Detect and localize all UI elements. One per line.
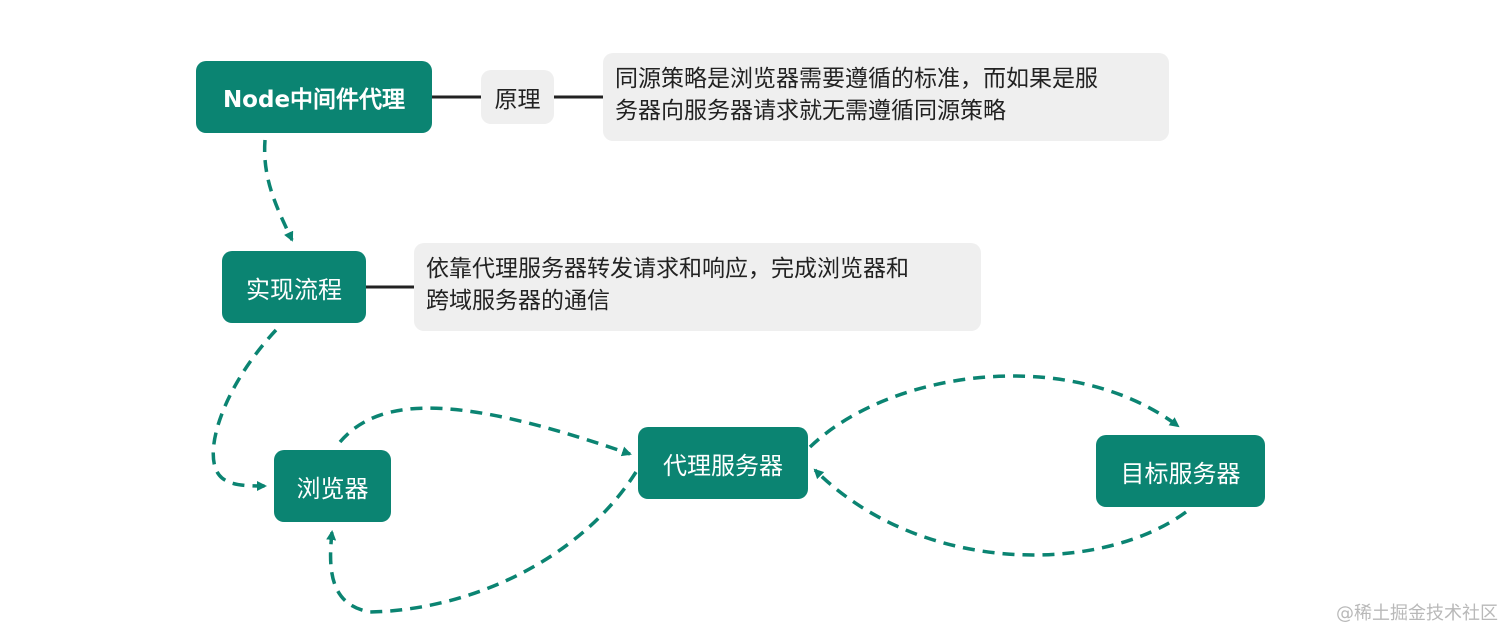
arrow-browser-to-proxy	[338, 406, 632, 457]
node-browser-label: 浏览器	[296, 474, 369, 503]
principle-tag: 原理	[481, 70, 554, 124]
principle-note: 同源策略是浏览器需要遵循的标准，而如果是服 务器向服务器请求就无需遵循同源策略	[603, 53, 1169, 141]
node-middleware-proxy-label: Node中间件代理	[222, 87, 406, 113]
node-target-server-label: 目标服务器	[1120, 459, 1241, 488]
principle-note-line-2: 务器向服务器请求就无需遵循同源策略	[615, 98, 1006, 124]
node-target-server: 目标服务器	[1096, 435, 1265, 507]
flow-note-line-1: 依靠代理服务器转发请求和响应，完成浏览器和	[426, 256, 909, 282]
principle-tag-label: 原理	[494, 87, 541, 113]
flow-note-line-2: 跨域服务器的通信	[426, 288, 610, 314]
node-browser: 浏览器	[274, 450, 391, 522]
node-middleware-proxy: Node中间件代理	[196, 61, 432, 133]
watermark: @稀土掘金技术社区	[1336, 603, 1498, 624]
flow-note: 依靠代理服务器转发请求和响应，完成浏览器和 跨域服务器的通信	[414, 243, 981, 331]
arrow-flow-to-browser	[211, 328, 278, 491]
node-proxy-server-label: 代理服务器	[663, 451, 783, 480]
node-implementation-flow-label: 实现流程	[246, 275, 342, 304]
arrow-target-to-proxy	[813, 468, 1188, 557]
arrow-node-to-flow	[262, 139, 294, 242]
node-proxy-server: 代理服务器	[638, 427, 808, 499]
arrow-proxy-to-target	[808, 374, 1180, 449]
arrow-proxy-to-browser	[326, 471, 638, 614]
node-implementation-flow: 实现流程	[222, 251, 366, 323]
principle-note-line-1: 同源策略是浏览器需要遵循的标准，而如果是服	[615, 66, 1098, 92]
